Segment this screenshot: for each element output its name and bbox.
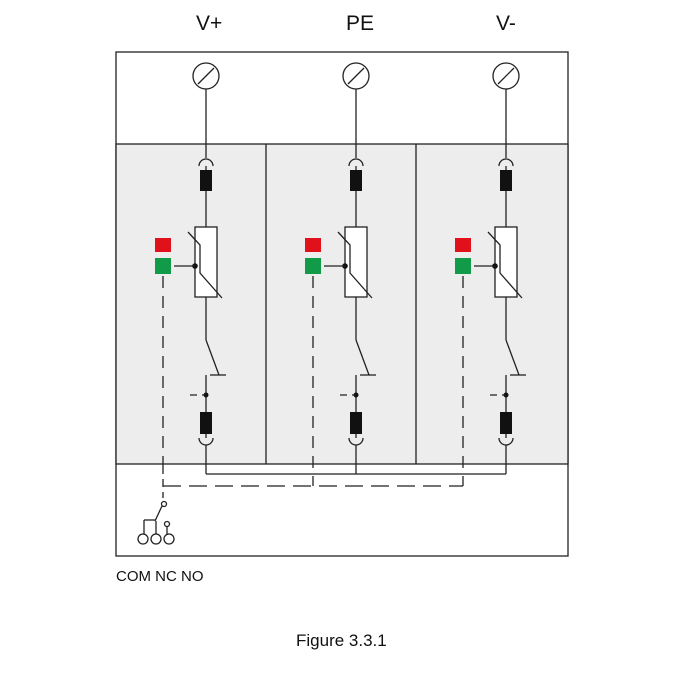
module-pe xyxy=(305,62,376,486)
fuse-icon xyxy=(350,412,362,434)
remote-contact-label: COM NC NO xyxy=(116,568,204,585)
plug-contact-icon xyxy=(498,158,514,167)
remote-contact-icon xyxy=(137,500,175,545)
ok-indicator xyxy=(455,258,471,274)
remote-signal-link xyxy=(162,466,463,498)
ok-indicator xyxy=(305,258,321,274)
terminal-label-vplus: V+ xyxy=(196,12,223,35)
module-vplus xyxy=(155,62,226,466)
plug-contact-icon xyxy=(198,158,214,167)
fault-indicator xyxy=(155,238,171,252)
fuse-icon xyxy=(200,170,212,191)
common-bus xyxy=(205,445,507,475)
fuse-icon xyxy=(350,170,362,191)
switch-blade xyxy=(205,339,220,376)
fuse-icon xyxy=(500,170,512,191)
fuse-icon xyxy=(200,412,212,434)
figure-caption: Figure 3.3.1 xyxy=(296,631,387,650)
varistor-icon xyxy=(344,226,368,298)
varistor-icon xyxy=(494,226,518,298)
plug-contact-icon xyxy=(348,158,364,167)
fuse-icon xyxy=(500,412,512,434)
switch-blade xyxy=(355,339,370,376)
terminal-label-pe: PE xyxy=(346,12,375,35)
switch-blade xyxy=(505,339,520,376)
fault-indicator xyxy=(455,238,471,252)
ok-indicator xyxy=(155,258,171,274)
fault-indicator xyxy=(305,238,321,252)
module-vminus xyxy=(455,62,526,486)
module-area xyxy=(115,143,569,465)
terminal-label-vminus: V- xyxy=(496,12,516,35)
varistor-icon xyxy=(194,226,218,298)
